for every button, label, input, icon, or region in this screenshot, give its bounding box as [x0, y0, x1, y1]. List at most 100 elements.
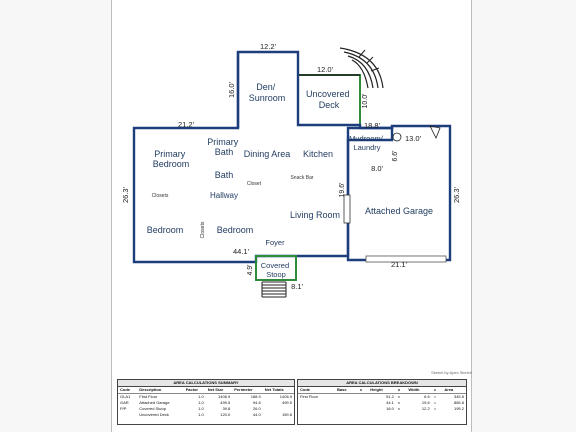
table-cell: [118, 412, 137, 418]
table-cell: First Floor: [139, 394, 158, 399]
water-heater: [392, 132, 402, 142]
table-row: Uncovered Deck 1.0 120.0 44.0 159.8: [118, 412, 294, 418]
table-cell: 26.0: [252, 406, 261, 411]
covered-stoop-outline: [255, 255, 297, 281]
room-label-foyer: Foyer: [265, 238, 285, 247]
garage-door: [365, 255, 447, 263]
table-cell: GLA1: [120, 394, 131, 399]
table-cell: 1406.9: [279, 394, 292, 399]
table-cell: 51.2: [386, 394, 394, 399]
breakdown-header: Height: [368, 387, 396, 394]
summary-header-row: Code Description Factor Net Size Perimet…: [118, 387, 294, 394]
table-cell: Attached Garage: [139, 400, 170, 405]
table-row: 44.1 x 19.6 = 865.8: [298, 400, 466, 406]
label-closets-vertical: Closets: [200, 221, 206, 238]
breakdown-header-row: Code Base x Height x Width = Area: [298, 387, 466, 394]
table-cell: Uncovered Deck: [139, 412, 169, 417]
room-label-bath: Bath: [215, 170, 234, 180]
dim-deck-depth: 10.0': [362, 94, 369, 109]
garage-door-swing: [429, 125, 441, 139]
sketch-credit: Sketch by Apex Sketch: [431, 370, 472, 375]
table-cell: 6.6: [424, 394, 430, 399]
area-breakdown-table: AREA CALCULATIONS BREAKDOWN Code Base x …: [297, 379, 467, 425]
dim-den-depth: 16.0': [227, 81, 236, 98]
table-cell: x: [397, 400, 400, 405]
table-cell: 345.5: [453, 394, 464, 399]
room-label-kitchen: Kitchen: [303, 149, 333, 159]
table-row: P/P Covered Stoop 1.0 39.8 26.0: [118, 406, 294, 412]
table-cell: 19.6: [421, 400, 430, 405]
dim-garage-top: 13.0': [405, 134, 422, 143]
summary-header: Factor: [183, 387, 206, 394]
dim-mud-depth: 6.6': [392, 150, 399, 161]
table-cell: 195.2: [453, 406, 464, 411]
table-cell: [335, 406, 358, 412]
breakdown-header: Base: [334, 387, 358, 394]
summary-header: Net Totals: [262, 387, 294, 394]
table-cell: 1.0: [198, 406, 204, 411]
table-cell: 12.2: [421, 406, 430, 411]
area-summary-table: AREA CALCULATIONS SUMMARY Code Descripti…: [117, 379, 295, 425]
room-label-dining-area: Dining Area: [244, 149, 291, 159]
dim-deck-width: 12.0': [317, 65, 334, 74]
table-cell: 44.0: [252, 412, 261, 417]
table-row: 16.0 x 12.2 = 195.2: [298, 406, 466, 412]
table-row: GAR Attached Garage 1.0 499.5 94.6 499.5: [118, 400, 294, 406]
table-cell: 120.0: [220, 412, 231, 417]
table-cell: x: [397, 406, 400, 411]
label-snack-bar: Snack Bar: [290, 175, 313, 181]
table-cell: 1.0: [198, 400, 204, 405]
plan-sheet: [111, 0, 472, 432]
table-cell: x: [397, 394, 400, 399]
label-closets-left: Closets: [152, 193, 169, 199]
room-label-den: Den/ Sunroom: [249, 82, 286, 103]
breakdown-header: x: [395, 387, 407, 394]
table-cell: 865.8: [453, 400, 464, 405]
breakdown-header: x: [357, 387, 369, 394]
room-label-deck: Uncovered Deck: [306, 89, 352, 110]
breakdown-title: AREA CALCULATIONS BREAKDOWN: [298, 380, 466, 387]
breakdown-header: Code: [298, 387, 335, 394]
garage-outline: [346, 124, 452, 262]
dim-right-depth: 26.3': [452, 186, 461, 203]
room-label-hallway: Hallway: [210, 191, 238, 200]
dim-north-left: 21.2': [178, 120, 195, 129]
table-cell: P/P: [120, 406, 127, 411]
room-label-living-room: Living Room: [290, 210, 340, 220]
table-row: First Floor 51.2 x 6.6 = 345.5: [298, 394, 466, 401]
table-cell: 94.6: [252, 400, 261, 405]
dim-left-depth: 26.3': [121, 186, 130, 203]
dim-south-width: 44.1': [233, 247, 250, 256]
breakdown-header: Area: [442, 387, 466, 394]
breakdown-header: =: [431, 387, 443, 394]
table-cell: [358, 406, 368, 412]
breakdown-grid: Code Base x Height x Width = Area First …: [298, 387, 466, 412]
summary-header: Net Size: [205, 387, 233, 394]
table-cell: 1.0: [198, 412, 204, 417]
table-cell: 39.8: [222, 406, 231, 411]
room-label-primary-bedroom: Primary Bedroom: [153, 149, 190, 169]
dim-stoop-width: 8.1': [291, 282, 303, 291]
table-cell: 159.8: [281, 412, 292, 417]
dim-garage-bottom: 21.1': [391, 260, 408, 269]
table-cell: =: [433, 406, 437, 411]
table-cell: GAR: [120, 400, 129, 405]
summary-header: Perimeter: [232, 387, 263, 394]
deck-stairs: [339, 47, 384, 89]
table-cell: 1406.9: [218, 394, 231, 399]
table-cell: First Floor: [300, 394, 318, 399]
summary-title: AREA CALCULATIONS SUMMARY: [118, 380, 294, 387]
table-cell: 499.5: [281, 400, 292, 405]
table-cell: 188.9: [250, 394, 261, 399]
dim-stoop-depth: 4.9': [247, 264, 254, 275]
table-row: GLA1 First Floor 1.0 1406.9 188.9 1406.9: [118, 394, 294, 401]
table-cell: Covered Stoop: [139, 406, 166, 411]
table-cell: 16.0: [386, 406, 394, 411]
room-label-bedroom-left: Bedroom: [147, 225, 184, 235]
stoop-steps: [261, 281, 287, 298]
summary-header: Code: [118, 387, 138, 394]
table-cell: =: [433, 394, 437, 399]
table-cell: 499.5: [220, 400, 231, 405]
garage-steps: [343, 194, 351, 224]
